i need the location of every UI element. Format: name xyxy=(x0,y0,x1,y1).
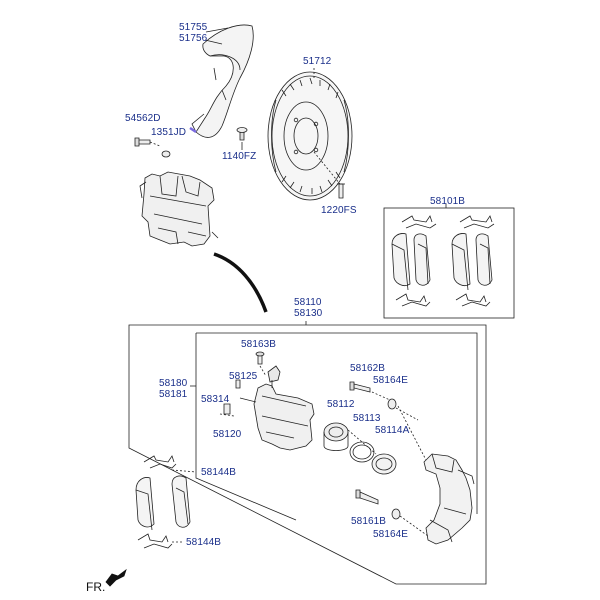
label-58314: 58314 xyxy=(201,394,230,405)
front-direction-arrow xyxy=(105,568,127,587)
pad-kit-box xyxy=(383,207,515,319)
caliper-housing xyxy=(239,365,315,451)
guide-boot-upper xyxy=(387,398,419,421)
label-58125: 58125 xyxy=(229,371,258,382)
piston xyxy=(323,422,349,451)
piston-seal xyxy=(349,441,375,463)
dust-shield xyxy=(191,24,254,138)
label-58130: 58130 xyxy=(294,308,323,319)
label-58113: 58113 xyxy=(353,413,381,424)
piston-boot xyxy=(371,453,397,475)
label-58181: 58181 xyxy=(159,389,188,400)
label-1351JD: 1351JD xyxy=(151,127,187,138)
upper-caliper xyxy=(139,171,219,247)
label-58180: 58180 xyxy=(159,378,188,389)
guide-bolt-lower xyxy=(355,489,379,505)
hub-bolt xyxy=(134,137,161,147)
disc-screw xyxy=(313,151,345,199)
left-pad-group xyxy=(135,455,197,549)
caliper-assembly-box xyxy=(128,324,487,585)
label-58144B-shim: 58144B xyxy=(186,537,222,548)
shield-screw xyxy=(236,127,248,150)
washer xyxy=(161,150,171,158)
caliper-bracket xyxy=(423,453,475,545)
label-51755: 51755 xyxy=(179,22,208,33)
pad-kit-contents xyxy=(391,215,495,307)
label-58101B: 58101B xyxy=(430,196,466,207)
guide-boot-lower xyxy=(391,508,401,520)
label-58114A: 58114A xyxy=(375,425,410,436)
label-51712: 51712 xyxy=(303,56,332,67)
bleeder-screw xyxy=(255,351,267,377)
label-54562D: 54562D xyxy=(125,113,161,124)
label-58144B-pad: 58144B xyxy=(201,467,237,478)
label-58161B: 58161B xyxy=(351,516,387,527)
label-58120: 58120 xyxy=(213,429,242,440)
label-58164E-upper: 58164E xyxy=(373,375,409,386)
label-1220FS: 1220FS xyxy=(321,205,357,216)
guide-bolt-upper xyxy=(349,381,391,401)
label-58164E-lower: 58164E xyxy=(373,529,409,540)
brake-disc xyxy=(267,71,353,201)
label-58163B: 58163B xyxy=(241,339,277,350)
label-58110: 58110 xyxy=(294,297,322,308)
label-58112: 58112 xyxy=(327,399,355,410)
front-direction-label: FR. xyxy=(86,580,106,594)
label-51756: 51756 xyxy=(179,33,208,44)
label-58162B: 58162B xyxy=(350,363,386,374)
label-1140FZ: 1140FZ xyxy=(222,151,257,162)
